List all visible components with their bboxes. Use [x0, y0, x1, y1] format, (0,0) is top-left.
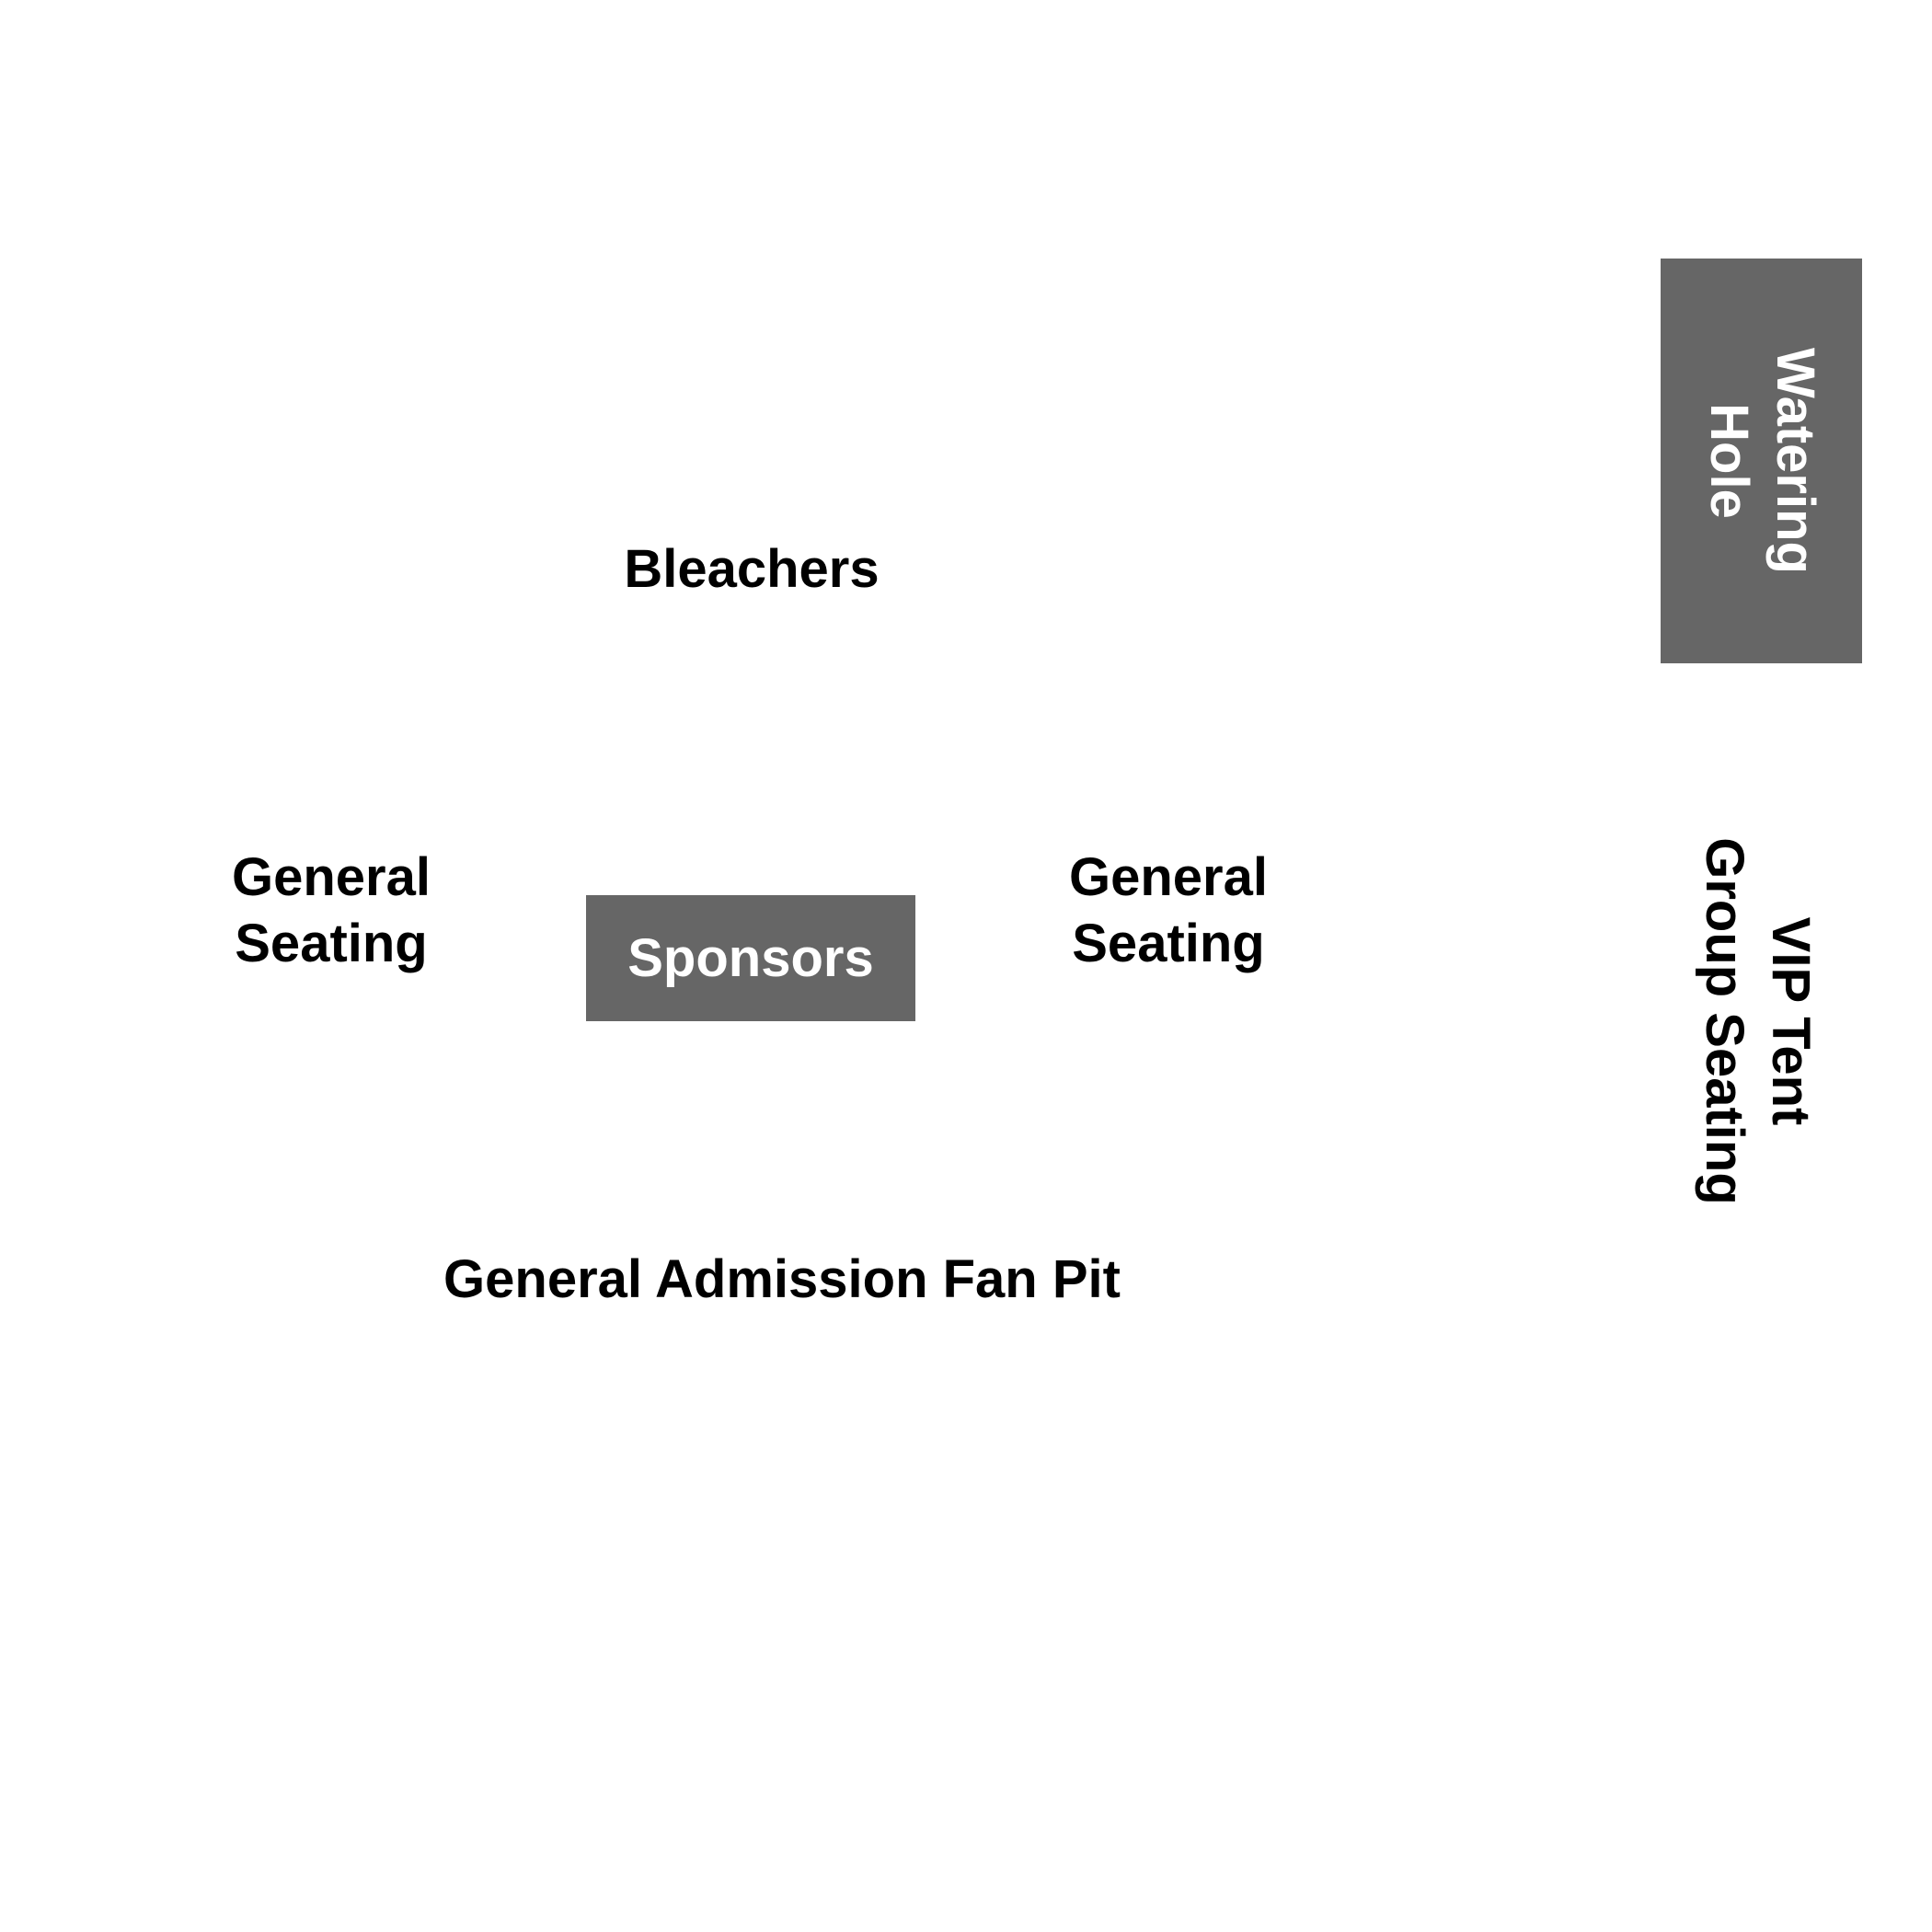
- sponsors-area[interactable]: Sponsors: [586, 895, 915, 1021]
- sponsors-label: Sponsors: [627, 928, 874, 988]
- vip-tent-area[interactable]: VIP Tent Group Seating: [1665, 828, 1849, 1214]
- bleachers-label[interactable]: Bleachers: [624, 539, 880, 599]
- watering-hole-area[interactable]: Watering Hole: [1661, 259, 1862, 663]
- general-seating-right-label[interactable]: General Seating: [1069, 847, 1268, 973]
- general-seating-left-label[interactable]: General Seating: [232, 847, 431, 973]
- vip-tent-label: VIP Tent Group Seating: [1695, 837, 1821, 1205]
- fan-pit-label[interactable]: General Admission Fan Pit: [443, 1249, 1121, 1309]
- watering-hole-label: Watering Hole: [1698, 348, 1825, 574]
